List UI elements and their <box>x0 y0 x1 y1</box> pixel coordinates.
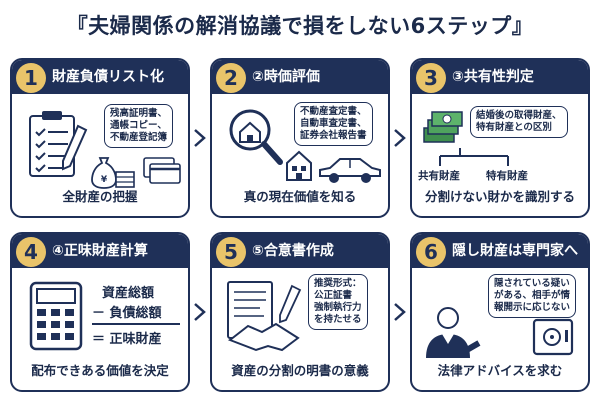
bubble-line: 公正証書 <box>314 290 353 301</box>
expert-advice-bubble: 隠されている疑い がある、相手が情 報開示に応じない <box>488 274 577 318</box>
step-number-badge: 1 <box>16 63 46 93</box>
step-number-badge: 2 <box>216 63 246 93</box>
arrow-right-icon <box>194 129 206 147</box>
cash-stack-icon <box>423 111 463 143</box>
safe-icon <box>532 318 574 356</box>
bubble-line: 強制執行力 <box>314 302 362 313</box>
bubble-line: 報開示に応じない <box>494 302 571 313</box>
bubble-line: を持たせる <box>314 314 362 325</box>
formula-net-worth: ＝ 正味財産 <box>92 332 162 347</box>
step-title: ③共有性判定 <box>452 69 534 85</box>
step-header: 1 財産負債リスト化 <box>12 60 188 94</box>
car-icon <box>319 158 381 183</box>
arrow-right-icon <box>394 129 406 147</box>
step-card-6: 6 隠し財産は専門家へ 隠されている疑い がある、相手が情 報開示に応じない 法… <box>410 232 590 392</box>
bubble-line: 自動車査定書、 <box>300 118 367 129</box>
money-bags-icon: ¥ <box>91 157 135 189</box>
branch-tree-diagram <box>439 148 509 166</box>
step-caption: 資産の分割の明書の意義 <box>231 363 369 378</box>
bubble-line: 不動産査定書、 <box>300 106 367 117</box>
formula-liabilities: － 負債総額 <box>92 306 162 321</box>
step-caption: 配布できある価値を決定 <box>31 363 169 378</box>
magnifier-house-icon <box>229 109 283 165</box>
document-list-bubble: 残高証明書、 通帳コピー、 不動産登記簿 <box>104 104 174 148</box>
shared-property-label: 共有財産 <box>418 170 460 182</box>
step-number-badge: 3 <box>416 63 446 93</box>
bubble-line: 残高証明書、 <box>110 108 168 119</box>
step-caption: 真の現在価値を知る <box>243 189 357 204</box>
step-card-1: 1 財産負債リスト化 ¥ 残高証明書、 通帳コピー、 不動産登記簿 全財産の把握 <box>10 58 190 218</box>
step-card-4: 4 ④正味財産計算 資産総額 － 負債総額 ＝ 正味財産 配布できある価値を決定 <box>10 232 190 392</box>
step-title: 財産負債リスト化 <box>52 69 164 85</box>
step-caption: 全財産の把握 <box>62 189 138 204</box>
bubble-line: 推奨形式： <box>314 278 362 289</box>
step-title: ④正味財産計算 <box>52 243 148 259</box>
calculator-icon <box>29 281 83 351</box>
step-card-3: 3 ③共有性判定 共有財産 特有財産 結婚後の取得財産、 特有財産との区別 分割… <box>410 58 590 218</box>
arrow-right-icon <box>394 303 406 321</box>
step-number-badge: 6 <box>416 237 446 267</box>
bubble-line: 証券会社報告書 <box>300 130 367 141</box>
appraisal-docs-bubble: 不動産査定書、 自動車査定書、 証券会社報告書 <box>294 102 373 146</box>
step-title: ②時価評価 <box>252 69 320 85</box>
formula-assets: 資産総額 <box>102 286 155 301</box>
lawyer-icon <box>426 307 481 358</box>
step-card-2: 2 ②時価評価 不動産査定書、 自動車査定書、 証券会社報告書 真の現在価値を知… <box>210 58 390 218</box>
formula-divider <box>92 323 180 325</box>
step-caption: 分割けない財かを識別する <box>424 189 575 204</box>
bubble-line: がある、相手が情 <box>494 290 571 301</box>
step-header: 4 ④正味財産計算 <box>12 234 188 268</box>
page-title: 『夫婦関係の解消協議で損をしない6ステップ』 <box>66 14 534 38</box>
bubble-line: 結婚後の取得財産、 <box>476 110 562 121</box>
step-title: ⑤合意書作成 <box>252 243 334 259</box>
handshake-contract-icon <box>227 281 302 352</box>
step-header: 2 ②時価評価 <box>212 60 388 94</box>
bubble-line: 不動産登記簿 <box>110 132 168 143</box>
step-number-badge: 5 <box>216 237 246 267</box>
step-number-badge: 4 <box>16 237 46 267</box>
recommended-format-bubble: 推奨形式： 公正証書 強制執行力 を持たせる <box>308 274 368 330</box>
arrow-right-icon <box>194 303 206 321</box>
bubble-line: 通帳コピー、 <box>110 120 167 131</box>
credit-cards-icon <box>143 157 181 184</box>
bubble-line: 特有財産との区別 <box>476 122 552 133</box>
step-header: 5 ⑤合意書作成 <box>212 234 388 268</box>
separate-property-label: 特有財産 <box>486 170 528 182</box>
house-icon <box>286 150 312 181</box>
step-caption: 法律アドバイスを求む <box>437 363 563 378</box>
step-card-5: 5 ⑤合意書作成 推奨形式： 公正証書 強制執行力 を持たせる 資産の分割の明書… <box>210 232 390 392</box>
step-header: 6 隠し財産は専門家へ <box>412 234 588 268</box>
step-title: 隠し財産は専門家へ <box>452 243 578 259</box>
classification-bubble: 結婚後の取得財産、 特有財産との区別 <box>470 106 568 138</box>
step-header: 3 ③共有性判定 <box>412 60 588 94</box>
svg-text:¥: ¥ <box>101 175 108 185</box>
bubble-line: 隠されている疑い <box>494 278 570 289</box>
checklist-clipboard-icon <box>29 111 88 177</box>
